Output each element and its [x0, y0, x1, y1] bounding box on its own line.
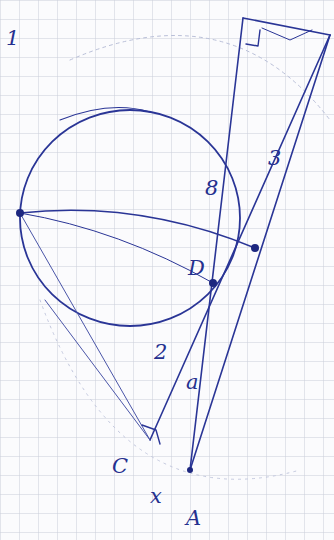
point-label: C [112, 456, 128, 477]
point-label: D [188, 258, 205, 279]
right-angle [246, 30, 260, 46]
figure-number: 1 [6, 28, 19, 49]
hatch [262, 28, 312, 40]
retrace [60, 108, 150, 121]
segment-label: 2 [154, 342, 167, 363]
point-label: A [186, 508, 201, 529]
right-angle [142, 425, 160, 444]
line [243, 18, 330, 35]
point [209, 279, 217, 287]
chord [20, 213, 213, 283]
point [16, 209, 24, 217]
point [251, 244, 259, 252]
variable-label: x [150, 486, 162, 507]
tangent [45, 300, 150, 440]
line [150, 35, 330, 440]
line [190, 18, 243, 470]
faint-arc [40, 300, 300, 479]
segment-label: 8 [205, 178, 218, 199]
segment-label: 3 [268, 148, 281, 169]
circle [20, 110, 240, 326]
line [190, 35, 330, 470]
point [187, 467, 193, 473]
tangent [20, 213, 150, 440]
chord [20, 210, 255, 248]
segment-label: a [186, 372, 199, 393]
